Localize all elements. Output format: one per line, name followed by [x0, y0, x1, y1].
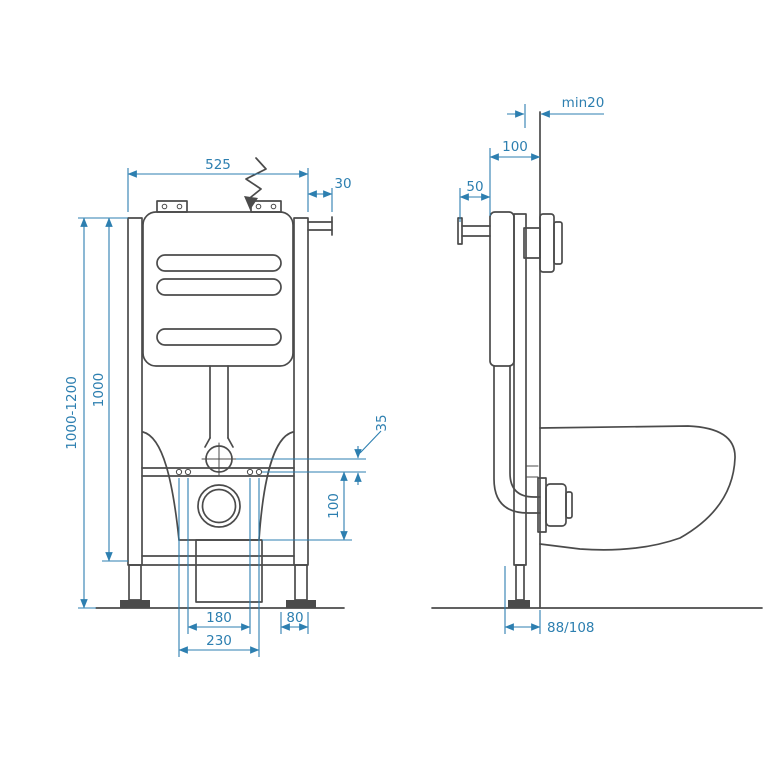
flush-actuator	[523, 213, 563, 273]
front-view	[95, 157, 345, 609]
dim-edge-offset-label: 80	[286, 610, 303, 626]
dim-fix-to-outlet-label: 100	[326, 493, 342, 519]
dim-height-range-label: 1000-1200	[64, 376, 80, 450]
dim-bracket-depth-label: 50	[466, 179, 483, 195]
side-view	[431, 111, 763, 609]
right-foot	[286, 600, 316, 608]
dim-outer-spacing-label: 230	[206, 633, 232, 649]
flush-pipe	[201, 365, 237, 477]
dim-fixing-spacing-label: 180	[206, 610, 232, 626]
bowl-side-profile	[539, 425, 736, 551]
fixing-bar	[141, 467, 295, 477]
frame-side-profile	[457, 211, 539, 608]
water-inlet-arrow	[244, 157, 267, 210]
dim-wall-min-label: min20	[562, 95, 605, 111]
outlet-opening	[197, 484, 241, 528]
dim-bracket-offset-label: 30	[334, 176, 351, 192]
front-dimensions	[78, 168, 382, 657]
cistern-tank	[142, 200, 294, 367]
left-foot	[120, 600, 150, 608]
dim-flush-to-fix-label: 35	[374, 414, 390, 431]
drain-pipe-elbow	[493, 365, 541, 514]
outlet-connector	[537, 477, 573, 533]
dimension-labels: 525 30 1000-1200 1000 35 100 180 80 230 …	[64, 95, 604, 649]
dim-outlet-height-label: 88/108	[547, 620, 595, 636]
frame-structure	[120, 216, 333, 608]
side-dimensions	[459, 104, 604, 634]
dim-width-label: 525	[205, 157, 231, 173]
side-foot	[508, 600, 530, 608]
dim-frame-height-label: 1000	[91, 373, 107, 407]
dim-frame-depth-label: 100	[502, 139, 528, 155]
bowl-outline	[142, 431, 294, 603]
